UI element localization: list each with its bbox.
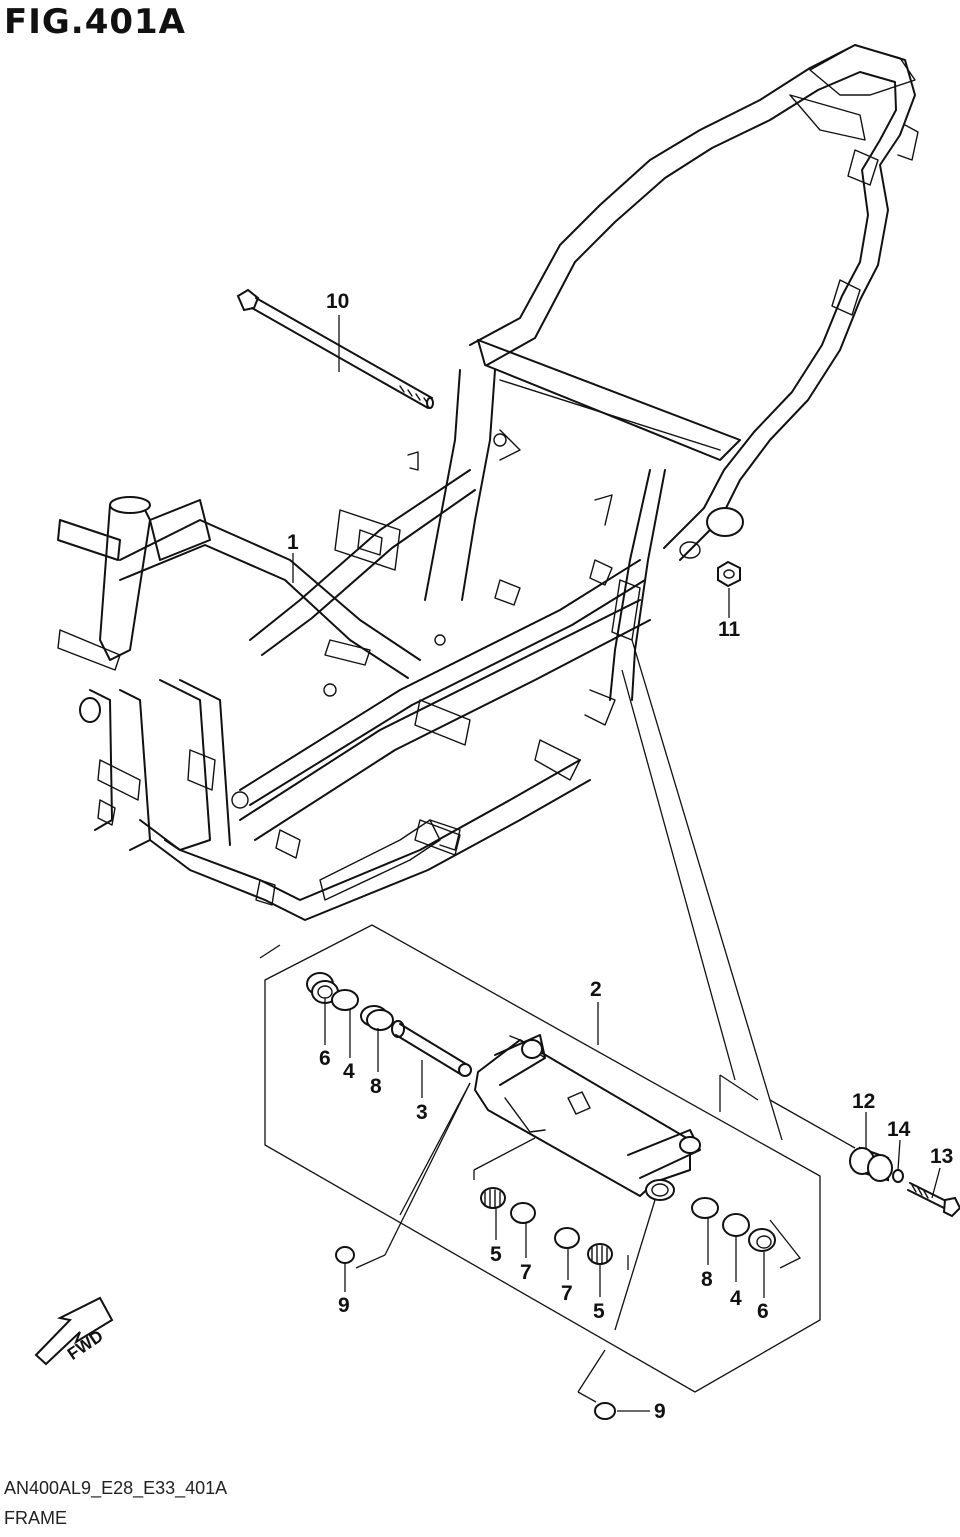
callout-14: 14 xyxy=(887,1118,911,1141)
bearing-group-center xyxy=(480,1187,613,1265)
frame-bolt-10 xyxy=(236,288,434,409)
callout-5-left: 5 xyxy=(490,1243,502,1266)
cushion-12 xyxy=(849,1146,893,1182)
callout-2: 2 xyxy=(590,978,602,1001)
callout-10: 10 xyxy=(326,290,349,313)
figure-title: FIG.401A xyxy=(4,2,186,42)
callout-9-upper: 9 xyxy=(338,1294,350,1317)
callout-6-left: 6 xyxy=(319,1047,331,1070)
callout-3: 3 xyxy=(416,1101,428,1124)
callout-13: 13 xyxy=(930,1145,953,1168)
pivot-shaft-3 xyxy=(391,1020,472,1077)
diagram-code: AN400AL9_E28_E33_401A xyxy=(4,1478,228,1498)
bushing-group-right xyxy=(691,1197,776,1252)
washer-9-lower xyxy=(594,1402,616,1420)
leader-lines xyxy=(292,315,941,1412)
callout-6-right: 6 xyxy=(757,1300,769,1323)
callout-8-right: 8 xyxy=(701,1268,713,1291)
callout-12: 12 xyxy=(852,1090,875,1113)
frame-nut-11 xyxy=(717,560,741,588)
washer-9-upper xyxy=(335,1246,355,1264)
callout-7-right: 7 xyxy=(561,1282,573,1305)
section-name: FRAME xyxy=(4,1508,67,1528)
callout-8-left: 8 xyxy=(370,1075,382,1098)
bolt-13 xyxy=(907,1182,960,1218)
swingarm-body-2 xyxy=(474,1034,701,1201)
frame-diagram: 10 1 11 2 6 4 8 3 5 7 7 5 8 4 6 9 9 12 1… xyxy=(34,44,960,1423)
callout-9-lower: 9 xyxy=(654,1400,666,1423)
main-frame-illustration xyxy=(57,44,919,921)
bushing-group-left xyxy=(306,972,394,1031)
callout-11: 11 xyxy=(718,618,741,641)
callout-4-left: 4 xyxy=(343,1060,355,1083)
callout-labels: 10 1 11 2 6 4 8 3 5 7 7 5 8 4 6 9 9 12 1… xyxy=(287,290,953,1423)
fwd-arrow-icon: FWD xyxy=(34,1296,114,1366)
callout-4-right: 4 xyxy=(730,1287,742,1310)
washer-14 xyxy=(892,1169,904,1183)
callout-7-left: 7 xyxy=(520,1261,532,1284)
callout-1: 1 xyxy=(287,531,299,554)
callout-5-right: 5 xyxy=(593,1300,605,1323)
swingarm-exploded-box xyxy=(259,924,821,1393)
